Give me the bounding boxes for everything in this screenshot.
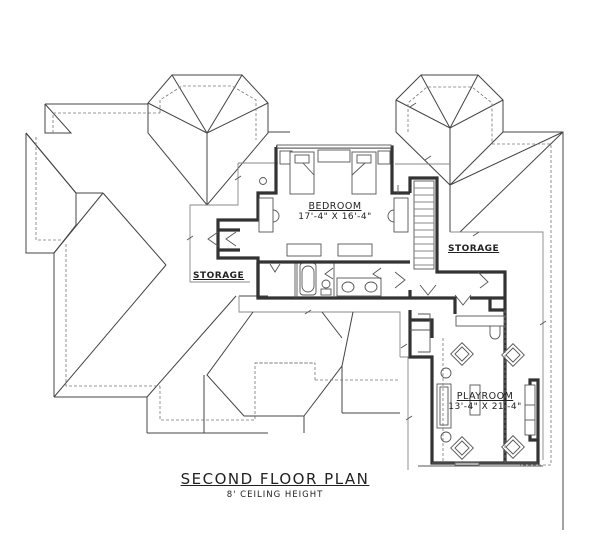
dresser-top (317, 149, 351, 163)
bedroom-furniture (207, 149, 409, 257)
playroom-label: PLAYROOM (456, 391, 514, 402)
stair-hall (394, 176, 507, 464)
storage-left-label: STORAGE (193, 271, 245, 281)
twin-bed-right (351, 151, 377, 195)
playroom-dimensions: 13'-4" X 21'-4" (448, 402, 522, 412)
guide-lines (186, 102, 547, 421)
nightstand-right (377, 150, 391, 165)
bedroom-dimensions: 17'-4" X 16'-4" (298, 212, 372, 222)
coffee-table (469, 384, 481, 416)
playroom-walls (408, 298, 540, 465)
storage-right-label: STORAGE (448, 244, 500, 254)
bench-left (286, 243, 322, 257)
desk-left (258, 197, 274, 233)
plan-subtitle: 8' CEILING HEIGHT (226, 490, 324, 500)
bench-right (337, 243, 373, 257)
center-lower-roof (203, 295, 409, 470)
plan-title: SECOND FLOOR PLAN (180, 470, 370, 488)
staircase (413, 180, 435, 270)
right-roof (395, 131, 564, 530)
left-roof (25, 103, 316, 434)
toilet (321, 279, 331, 289)
playroom-furniture (418, 310, 543, 467)
desk-right (393, 197, 409, 233)
bedroom-label: BEDROOM (308, 201, 362, 212)
left-turret-roof (147, 74, 290, 206)
bath-block (256, 260, 410, 298)
right-turret-roof (395, 74, 504, 186)
